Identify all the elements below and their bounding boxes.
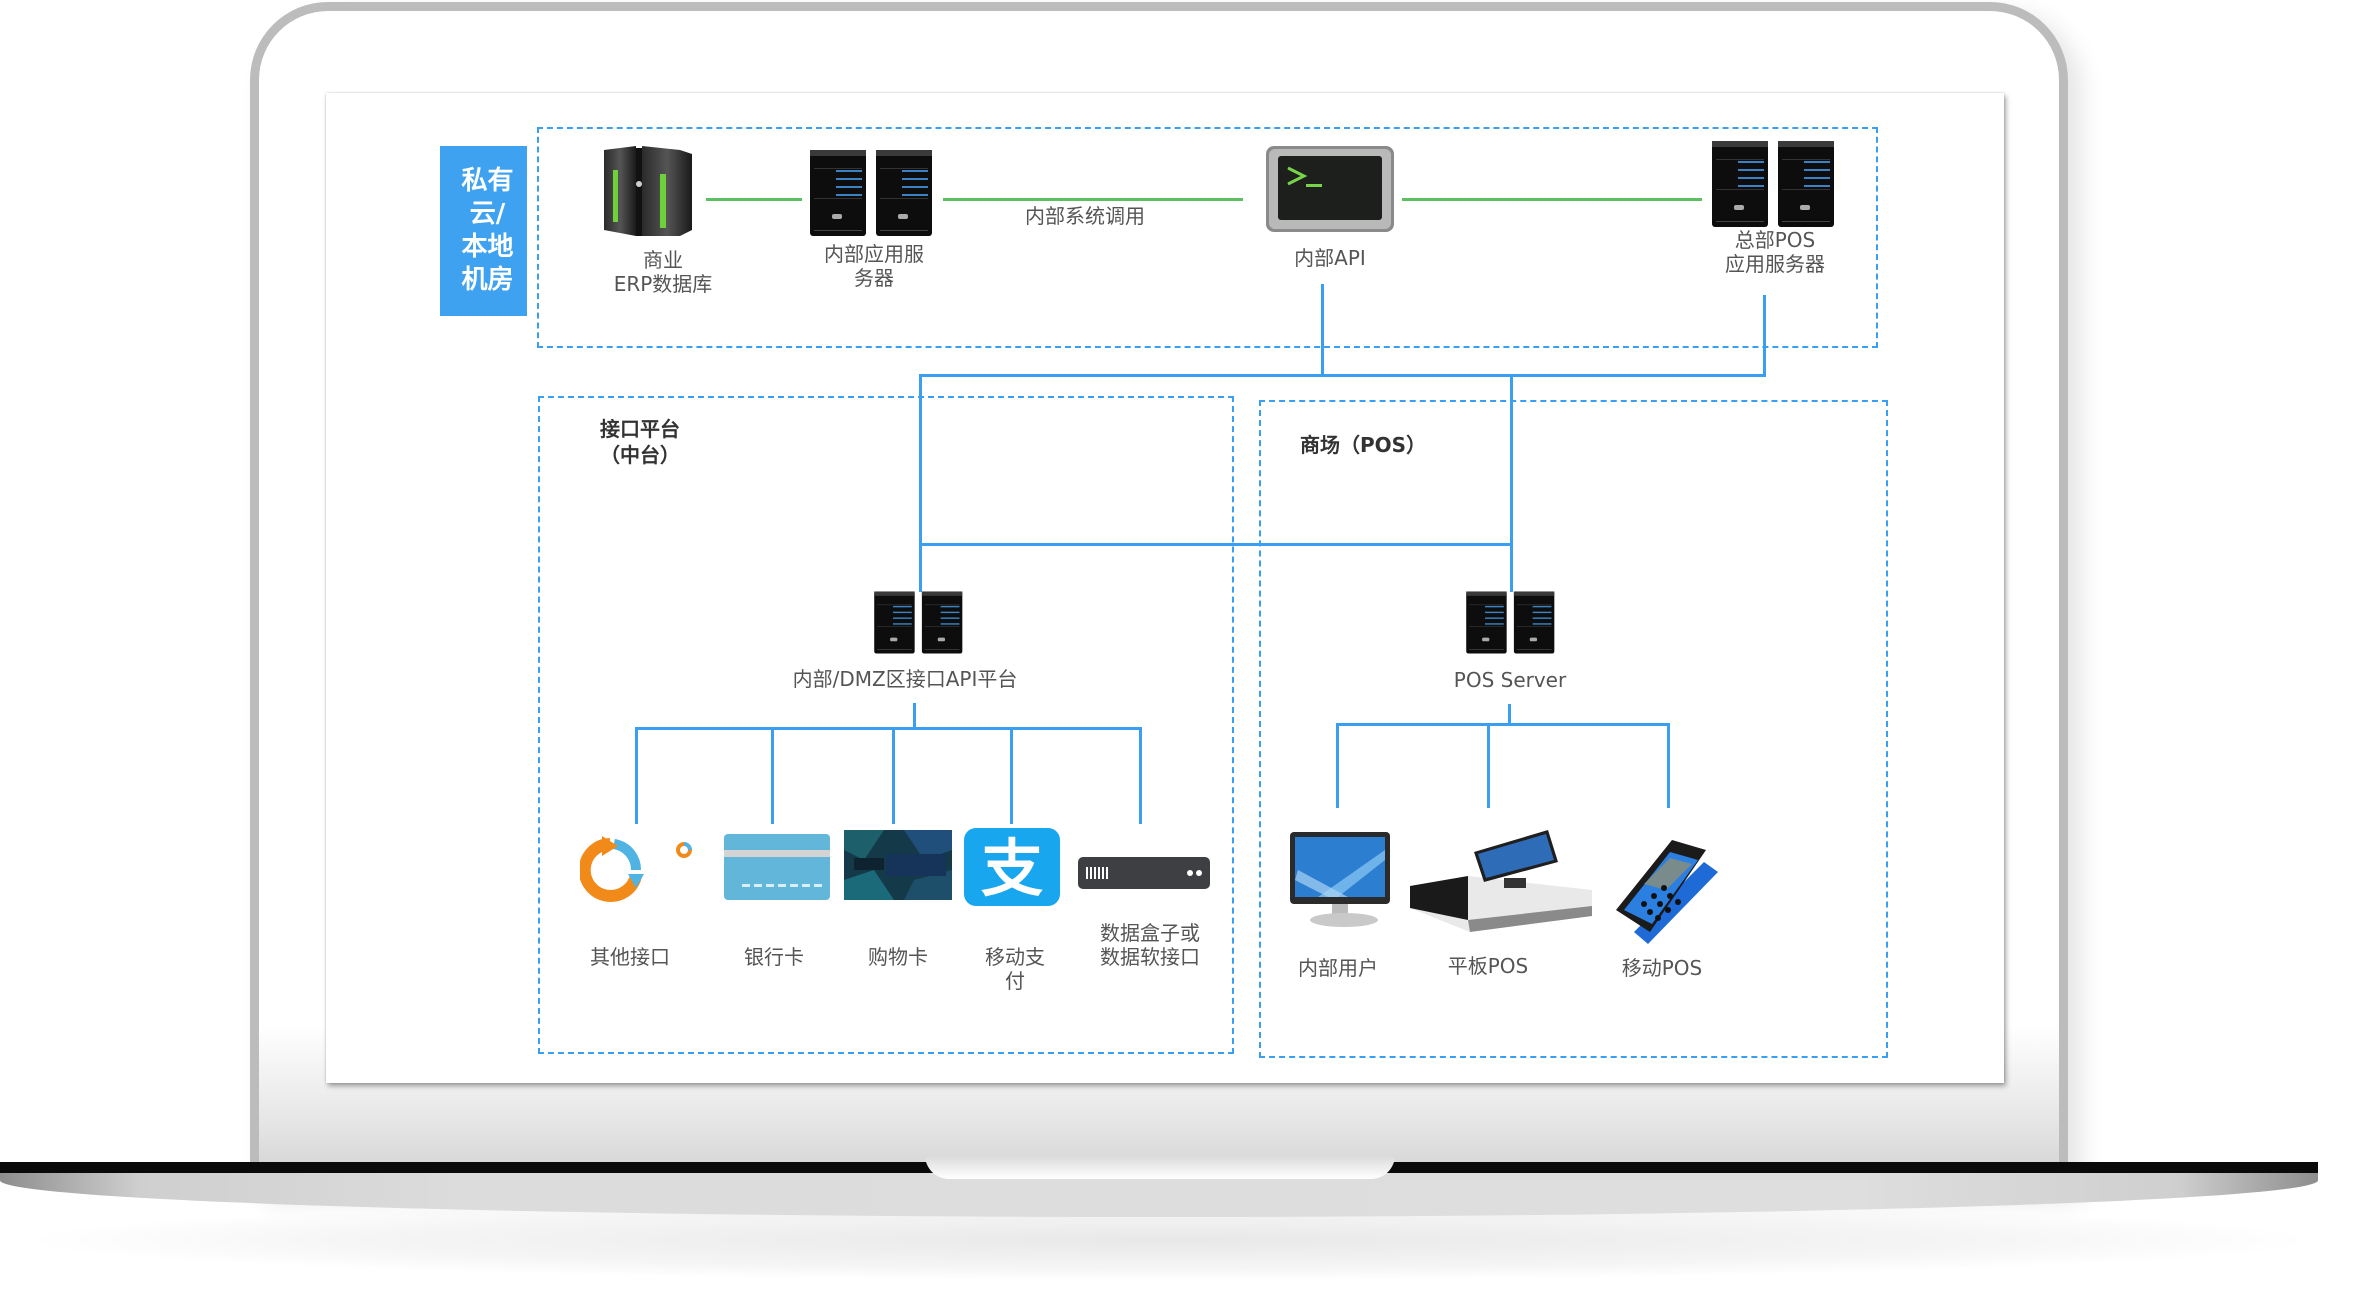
right-branch-connector (1510, 374, 1513, 592)
app-server-label: 内部应用服 务器 (824, 242, 924, 290)
cross-bus-connector (919, 543, 1513, 546)
fan-drop (1487, 723, 1490, 808)
child-label-internal-user: 内部用户 (1298, 956, 1378, 980)
child-label-mobile-pay: 移动支 付 (985, 945, 1045, 993)
child-label-tablet-pos: 平板POS (1447, 954, 1529, 978)
tower-servers-icon (1466, 590, 1556, 655)
api-to-pos-app-connector (1402, 198, 1702, 201)
private-cloud-group (537, 127, 1878, 348)
bank-card-icon (724, 834, 830, 900)
svg-text:支: 支 (981, 832, 1043, 905)
pos-stub-connector (1508, 704, 1511, 725)
laptop-notch (925, 1155, 1395, 1179)
pos-fan-bus (1336, 723, 1670, 726)
fan-drop (1667, 723, 1670, 808)
interface-platform-group (538, 396, 1234, 1054)
sync-arrows-icon (580, 836, 696, 906)
fan-drop (892, 727, 895, 824)
interface-server-label: 内部/DMZ区接口API平台 (792, 667, 1018, 691)
shopping-card-icon (844, 830, 952, 900)
data-box-icon (1078, 857, 1210, 889)
tablet-pos-icon (1408, 820, 1594, 936)
interface-fan-bus (635, 727, 1142, 730)
interface-stub-connector (913, 703, 916, 730)
fan-drop (1010, 727, 1013, 824)
fan-drop (1139, 727, 1142, 824)
child-label-shopping-card: 购物卡 (868, 945, 928, 969)
erp-to-app-connector (706, 198, 802, 201)
interface-platform-title: 接口平台 （中台） (600, 417, 680, 467)
api-label: 内部API (1294, 246, 1366, 270)
pos-server-label: POS Server (1453, 668, 1567, 692)
pos-app-server-label: 总部POS 应用服务器 (1725, 228, 1825, 276)
child-label-other-interface: 其他接口 (590, 945, 670, 969)
alipay-icon: 支 (964, 828, 1060, 906)
erp-label: 商业 ERP数据库 (613, 248, 713, 296)
child-label-data-box: 数据盒子或 数据软接口 (1100, 921, 1200, 969)
mall-pos-title: 商场（POS） (1300, 433, 1427, 457)
mobile-pos-icon (1614, 832, 1720, 948)
pos-app-drop-connector (1763, 295, 1766, 377)
fan-drop (771, 727, 774, 824)
left-branch-connector (919, 374, 922, 592)
terminal-icon (1266, 146, 1394, 232)
tower-servers-icon (1712, 139, 1836, 229)
child-label-mobile-pos: 移动POS (1621, 956, 1703, 980)
desktop-monitor-icon (1288, 830, 1392, 930)
laptop-screen (326, 93, 2004, 1083)
app-to-api-connector (943, 198, 1243, 201)
main-bus-connector (919, 374, 1766, 377)
tower-servers-icon (810, 148, 934, 238)
child-label-bank-card: 银行卡 (744, 945, 804, 969)
tower-servers-icon (874, 590, 964, 655)
mainframe-server-icon (600, 144, 696, 240)
private-cloud-label: 私有 云/ 本地 机房 (440, 146, 527, 316)
internal-call-label: 内部系统调用 (1025, 204, 1145, 228)
mall-pos-group (1259, 400, 1888, 1058)
api-drop-connector (1321, 284, 1324, 377)
fan-drop (635, 727, 638, 824)
fan-drop (1336, 723, 1339, 808)
